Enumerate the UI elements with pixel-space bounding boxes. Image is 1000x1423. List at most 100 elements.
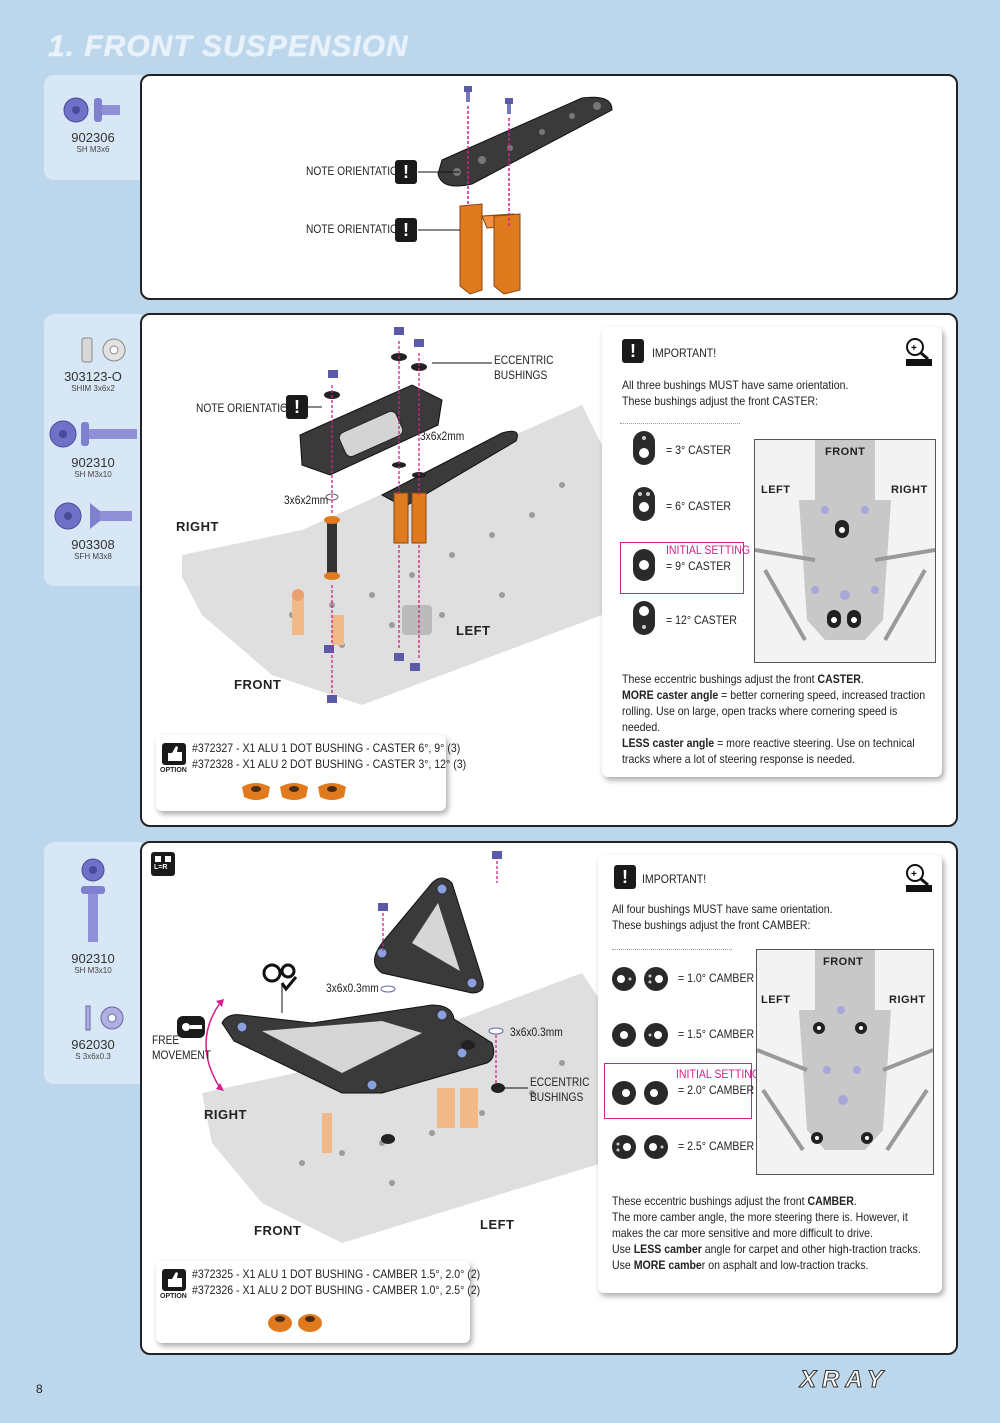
shim-icon (85, 1005, 124, 1031)
camber-explanation: These eccentric bushings adjust the fron… (612, 1194, 921, 1272)
adjust-gears-icon (262, 963, 298, 992)
part-code: 962030 (71, 1037, 115, 1052)
countersunk-screw-icon (54, 502, 132, 530)
camber-option-2-5: = 2.5° CAMBER (610, 1123, 900, 1173)
part-903308: 903308 SFH M3x8 (44, 500, 142, 561)
important-intro: All four bushings MUST have same orienta… (612, 902, 833, 932)
bushing-pair-icon (612, 1023, 668, 1047)
important-heading: IMPORTANT! (652, 346, 717, 360)
caster-value: = 6° CASTER (666, 499, 731, 513)
part-902310: 902310 SH M3x10 (44, 418, 142, 479)
part-desc: SH M3x10 (74, 966, 112, 975)
front-label: FRONT (254, 1223, 302, 1238)
text: Use (612, 1258, 634, 1272)
initial-setting-frame (620, 542, 744, 594)
text-bold: CASTER (817, 672, 861, 686)
note-orientation-label: NOTE ORIENTATION (306, 164, 406, 178)
initial-setting-label: INITIAL SETTING (676, 1067, 761, 1081)
divider (620, 423, 740, 424)
camber-value: = 1.5° CAMBER (678, 1027, 755, 1041)
panel-step-3: L=R 3x6x0.3mm 3x6x0.3mm ECCENTRIC BUSHIN… (140, 841, 958, 1355)
text: angle for carpet and other high-traction… (701, 1242, 921, 1256)
warning-icon: ! (286, 395, 308, 419)
orange-bushings-icon (268, 1314, 322, 1332)
caster-option-9: INITIAL SETTING = 9° CASTER (620, 541, 910, 591)
chassis-schematic (755, 440, 935, 641)
bushing-pair-icon (612, 967, 668, 991)
shim-label: 3x6x0.3mm (326, 981, 379, 995)
lr-label: L=R (154, 864, 168, 871)
panel-step-2: ECCENTRIC BUSHINGS NOTE ORIENTATION ! 3x… (140, 313, 958, 827)
part-desc: SFH M3x8 (74, 552, 112, 561)
option-tag: OPTION (160, 767, 187, 774)
divider (612, 949, 732, 950)
option-box-camber: OPTION #372325 - X1 ALU 1 DOT BUSHING - … (156, 1261, 480, 1343)
diagram-step-1 (418, 86, 613, 295)
text-bold: CAMBER (807, 1194, 854, 1208)
front-label: FRONT (825, 446, 866, 458)
svg-text:+: + (911, 869, 917, 880)
camber-value: = 2.5° CAMBER (678, 1139, 755, 1153)
shim-icon (81, 337, 126, 363)
bushing-pair-icon (612, 1135, 668, 1159)
shim-label: 3x6x0.3mm (510, 1025, 563, 1039)
camber-schematic: FRONT LEFT RIGHT (756, 949, 934, 1175)
important-intro: All three bushings MUST have same orient… (622, 378, 849, 408)
initial-setting-label: INITIAL SETTING (666, 543, 751, 557)
text: r on asphalt and low-traction tracks. (701, 1258, 869, 1272)
option-line: #372325 - X1 ALU 1 DOT BUSHING - CAMBER … (192, 1267, 481, 1281)
caster-option-12: = 12° CASTER (620, 599, 910, 649)
thumbs-up-icon (162, 1269, 186, 1291)
part-desc: SH M3x10 (74, 470, 112, 479)
right-label: RIGHT (176, 519, 219, 534)
text-bold: LESS caster angle (622, 736, 715, 750)
orange-bushings-icon (242, 783, 346, 800)
left-label: LEFT (761, 484, 791, 496)
free-movement-label: FREE MOVEMENT (152, 1033, 211, 1062)
screw-icon (63, 97, 120, 123)
text-bold: LESS camber (633, 1242, 702, 1256)
parts-column-3: 902310 SH M3x10 962030 S 3x6x0.3 (44, 842, 142, 1084)
eccentric-bushings-label: ECCENTRIC BUSHINGS (494, 353, 554, 382)
chassis-schematic (757, 950, 933, 1152)
text: Use (612, 1242, 634, 1256)
front-label: FRONT (234, 677, 282, 692)
right-label: RIGHT (889, 994, 926, 1006)
diagram-step-3 (202, 851, 602, 1243)
part-desc: S 3x6x0.3 (75, 1052, 111, 1061)
part-desc: SH M3x6 (76, 145, 110, 154)
svg-text:+: + (911, 343, 917, 354)
caster-value: = 3° CASTER (666, 443, 731, 457)
shim-label: 3x6x2mm (284, 493, 329, 507)
part-303123-o: 303123-O SHIM 3x6x2 (44, 336, 142, 393)
camber-option-1-0: = 1.0° CAMBER (610, 955, 900, 1005)
part-962030: 962030 S 3x6x0.3 (44, 1004, 142, 1061)
bushing-icon (633, 431, 655, 465)
bushing-icon (633, 487, 655, 521)
text-bold: MORE caster angle (622, 688, 719, 702)
option-line: #372327 - X1 ALU 1 DOT BUSHING - CASTER … (192, 741, 461, 755)
free-movement-icon (177, 1016, 205, 1038)
caster-option-6: = 6° CASTER (620, 485, 910, 535)
part-code: 303123-O (64, 369, 122, 384)
camber-option-1-5: = 1.5° CAMBER (610, 1011, 900, 1061)
warning-icon: ! (622, 339, 644, 363)
camber-option-2-0: INITIAL SETTING = 2.0° CAMBER (610, 1067, 900, 1117)
option-tag: OPTION (160, 1293, 187, 1300)
parts-column-2: 303123-O SHIM 3x6x2 902310 SH M3x10 9033… (44, 314, 142, 586)
part-code: 902310 (71, 455, 115, 470)
bushing-icon (633, 601, 655, 635)
diagram-step-2 (182, 327, 602, 705)
right-label: RIGHT (891, 484, 928, 496)
caster-option-3: = 3° CASTER (620, 429, 910, 479)
page-number: 8 (36, 1382, 43, 1396)
screw-icon (81, 858, 105, 942)
note-orientation-label: NOTE ORIENTATION (196, 401, 296, 415)
camber-value: = 2.0° CAMBER (678, 1083, 755, 1097)
part-902306: 902306 SH M3x6 (44, 95, 142, 154)
warning-icon: ! (614, 865, 636, 889)
text: = more reactive steering. Use on technic… (622, 736, 915, 766)
parts-column-1: 902306 SH M3x6 (44, 75, 142, 180)
right-label: RIGHT (204, 1107, 247, 1122)
shim-label: 3x6x2mm (420, 429, 465, 443)
